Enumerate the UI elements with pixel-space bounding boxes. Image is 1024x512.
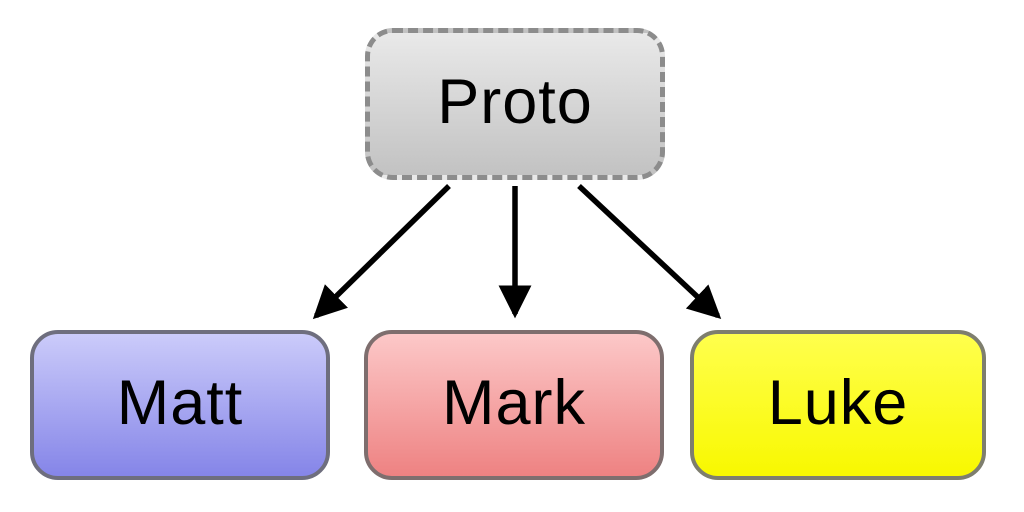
arrow-proto-to-luke <box>577 183 722 320</box>
luke-node: Luke <box>690 330 986 480</box>
arrow-proto-to-matt <box>312 184 451 320</box>
proto-node-label: Proto <box>437 66 593 137</box>
matt-node-label: Matt <box>116 367 244 438</box>
luke-node-label: Luke <box>767 367 909 438</box>
proto-node: Proto <box>365 28 665 180</box>
mark-node: Mark <box>364 330 664 480</box>
mark-node-label: Mark <box>442 367 586 438</box>
matt-node: Matt <box>30 330 330 480</box>
